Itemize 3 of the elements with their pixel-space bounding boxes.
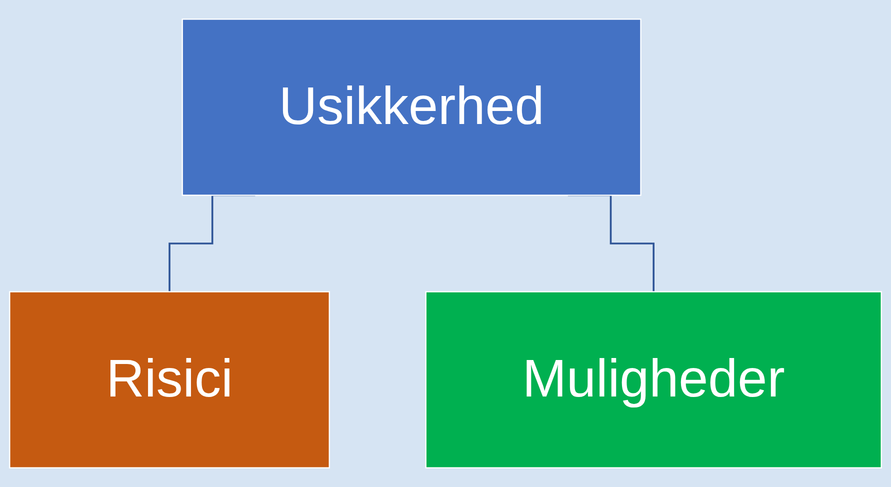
node-box: Usikkerhed (182, 18, 642, 196)
node-box: Risici (9, 291, 330, 468)
node-box: Muligheder (425, 291, 882, 468)
